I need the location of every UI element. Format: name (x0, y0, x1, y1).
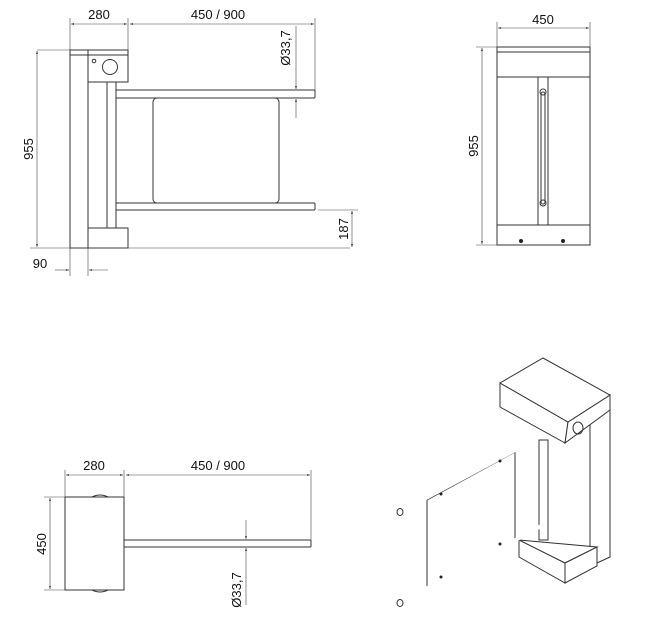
front-view: 280 450 / 900 955 Ø33,7 187 90 (21, 7, 358, 276)
dim-tube-diameter: Ø33,7 (278, 30, 293, 65)
dim-280: 280 (88, 7, 110, 22)
rotor-column (537, 76, 549, 226)
dim-450: 450 (532, 12, 554, 27)
post (69, 49, 89, 249)
dim-450-top: 450 (34, 533, 49, 555)
cabinet (496, 46, 591, 246)
head-top (64, 496, 125, 591)
panel (152, 97, 280, 204)
base-box (87, 227, 129, 249)
dim-90: 90 (33, 256, 47, 271)
isometric-view (396, 357, 611, 607)
side-view: 450 955 (466, 12, 591, 246)
rotor-shaft (106, 81, 117, 229)
dim-280-top: 280 (83, 458, 105, 473)
dim-arm-length-top: 450 / 900 (191, 458, 245, 473)
reader-icon (102, 59, 118, 75)
lower-arm (115, 202, 316, 211)
dim-tube-diameter-top: Ø33,7 (229, 572, 244, 607)
dim-arm-length: 450 / 900 (191, 7, 245, 22)
dim-955: 955 (21, 138, 36, 160)
upper-arm (115, 89, 316, 99)
arm-top (123, 539, 312, 548)
top-view: 280 450 / 900 450 Ø33,7 (34, 458, 312, 608)
dim-955-side: 955 (466, 135, 481, 157)
iso-head-top (499, 357, 611, 423)
dim-187: 187 (336, 218, 351, 240)
